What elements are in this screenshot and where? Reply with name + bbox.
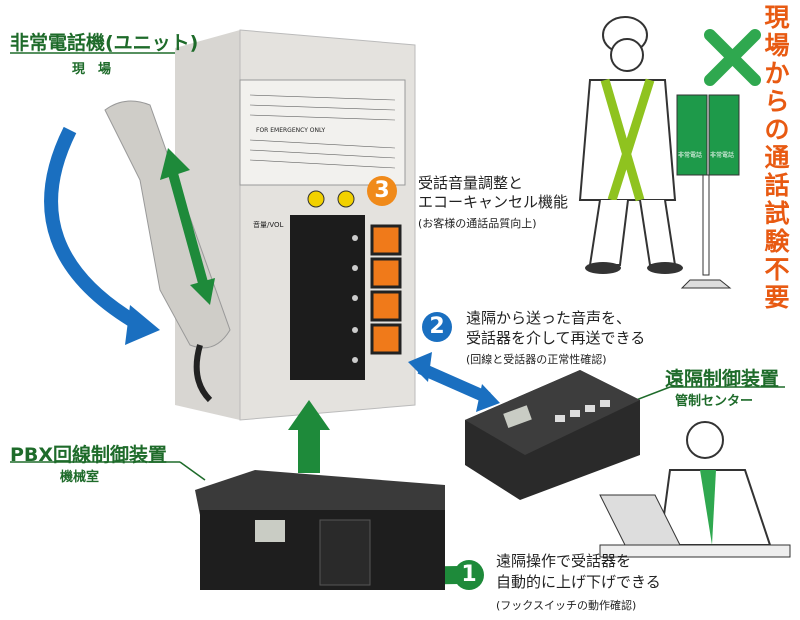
notice-heading: FOR EMERGENCY ONLY [256,127,326,134]
feature-3-note: (お客様の通話品質向上) [418,217,537,230]
feature-2-badge: 2 [422,312,452,342]
green-updown-arrow [167,168,210,292]
blue-curved-arrow [44,126,144,332]
desk [599,544,791,558]
feature-1-note: (フックスイッチの動作確認) [496,599,637,612]
emergency-phone-signpost [676,94,740,289]
call-button-4 [370,323,402,355]
green-x-mark [704,29,761,86]
field-worker-illustration [578,16,683,274]
handset-cord [193,344,213,403]
call-button-1 [370,224,402,256]
blue-double-arrow [417,362,491,404]
instruction-notice [239,79,406,186]
phone-unit-location: 現 場 [72,62,112,77]
phone-unit-title: 非常電話機(ユニット) [10,32,199,54]
sign-text-left: 非常電話 [678,152,703,159]
feature-1-badge: 1 [454,560,484,590]
feature-3-line-1: 受話音量調整と [418,174,524,192]
emergency-phone-unit [175,29,416,421]
pbx-display [255,520,285,542]
call-button-2 [370,257,402,289]
feature-2-note: (回線と受話器の正常性確認) [466,353,607,366]
remote-title: 遠隔制御装置 [665,368,780,390]
volume-label: 音量/VOL [253,221,284,229]
remote-controller [465,370,640,500]
volume-up-button [337,190,355,208]
feature-1-line-2: 自動的に上げ下げできる [496,573,661,591]
sign-text-right: 非常電話 [710,152,735,159]
feature-2-line-1: 遠隔から送った音声を、 [466,309,632,327]
remote-location: 管制センター [675,394,754,409]
operator-illustration [599,421,791,558]
pbx-device [195,470,445,590]
feature-3-badge: 3 [367,176,397,206]
call-button-3 [370,290,402,322]
feature-1-line-1: 遠隔操作で受話器を [496,552,632,570]
feature-3-line-2: エコーキャンセル機能 [418,193,569,211]
volume-down-button [307,190,325,208]
pbx-title: PBX回線制御装置 [10,444,168,466]
green-up-arrow [298,428,320,473]
feature-2-line-2: 受話器を介して再送できる [466,329,646,347]
pbx-location: 機械室 [60,470,100,485]
vertical-slogan: 現場からの通話試験不要 [764,3,790,312]
remote-display [503,405,532,428]
